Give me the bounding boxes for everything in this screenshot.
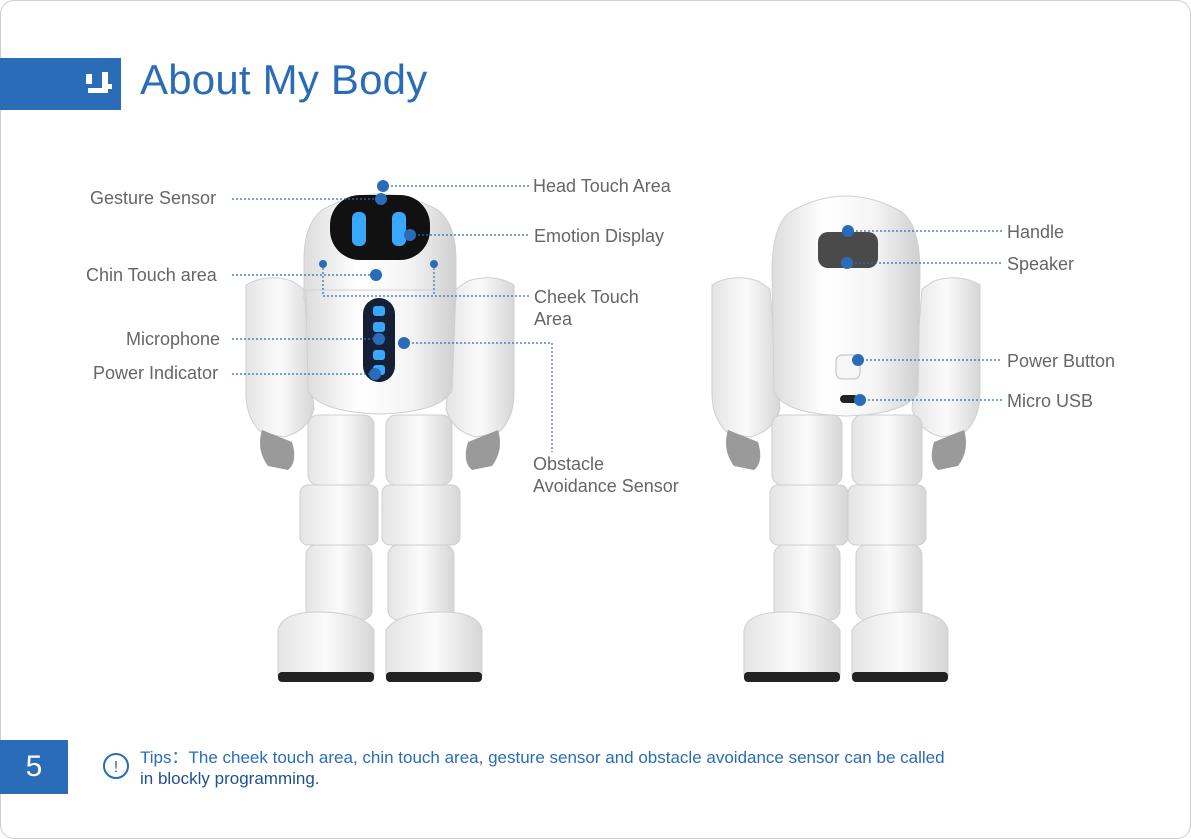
label-speaker: Speaker — [1007, 254, 1074, 275]
page-number: 5 — [0, 740, 68, 794]
label-micro-usb: Micro USB — [1007, 391, 1093, 412]
label-handle: Handle — [1007, 222, 1064, 243]
tips-prefix: Tips： — [140, 748, 189, 767]
exclamation-icon: ! — [103, 753, 129, 779]
tips-line1: The cheek touch area, chin touch area, g… — [189, 748, 945, 767]
label-chin-touch-area: Chin Touch area — [86, 265, 217, 286]
label-head-touch-area: Head Touch Area — [533, 176, 671, 197]
label-microphone: Microphone — [126, 329, 220, 350]
front-robot — [246, 194, 514, 682]
label-power-indicator: Power Indicator — [93, 363, 218, 384]
label-obstacle-line2: Avoidance Sensor — [533, 476, 679, 497]
label-cheek-touch-line2: Area — [534, 309, 572, 330]
tips-line2: in blockly programming. — [140, 769, 320, 788]
label-emotion-display: Emotion Display — [534, 226, 664, 247]
label-cheek-touch-line1: Cheek Touch — [534, 287, 639, 308]
tips-note: Tips：The cheek touch area, chin touch ar… — [140, 747, 1100, 789]
label-power-button: Power Button — [1007, 351, 1115, 372]
label-gesture-sensor: Gesture Sensor — [90, 188, 216, 209]
label-obstacle-line1: Obstacle — [533, 454, 604, 475]
